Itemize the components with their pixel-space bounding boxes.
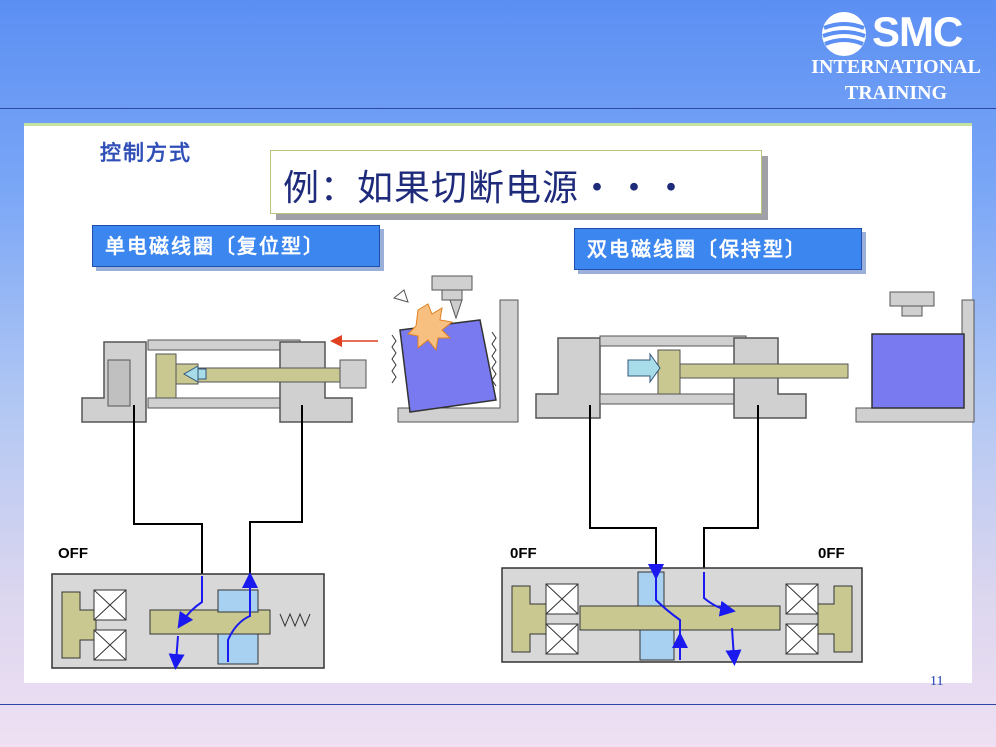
page-number: 11 [930,674,944,689]
right-valve-state-a: 0FF [510,545,537,562]
headline-box: 例：如果切断电源・・・ [270,150,762,214]
label-single-solenoid: 单电磁线圈〔复位型〕 [92,225,380,267]
panel-accent-line [24,123,972,126]
logo-line-training: TRAINING [844,82,948,104]
headline-text: 例：如果切断电源・・・ [283,168,691,209]
label-double-solenoid: 双电磁线圈〔保持型〕 [574,228,862,270]
section-title: 控制方式 [100,140,192,165]
smc-globe-icon [822,12,866,56]
footer-divider [0,704,996,705]
smc-logo: SMC INTERNATIONAL TRAINING [800,6,992,106]
right-valve [501,564,863,666]
right-valve-state-b: 0FF [818,545,845,562]
left-cylinder [81,335,378,423]
left-workpiece [391,275,519,423]
logo-line-international: INTERNATIONAL [811,56,981,78]
right-pipes [589,405,759,568]
right-cylinder [535,335,849,419]
right-workpiece [855,291,975,423]
left-valve-state: OFF [58,545,88,562]
logo-brand: SMC [872,8,963,55]
header-divider [0,108,996,109]
left-valve [51,572,325,670]
left-pipes [133,405,303,574]
